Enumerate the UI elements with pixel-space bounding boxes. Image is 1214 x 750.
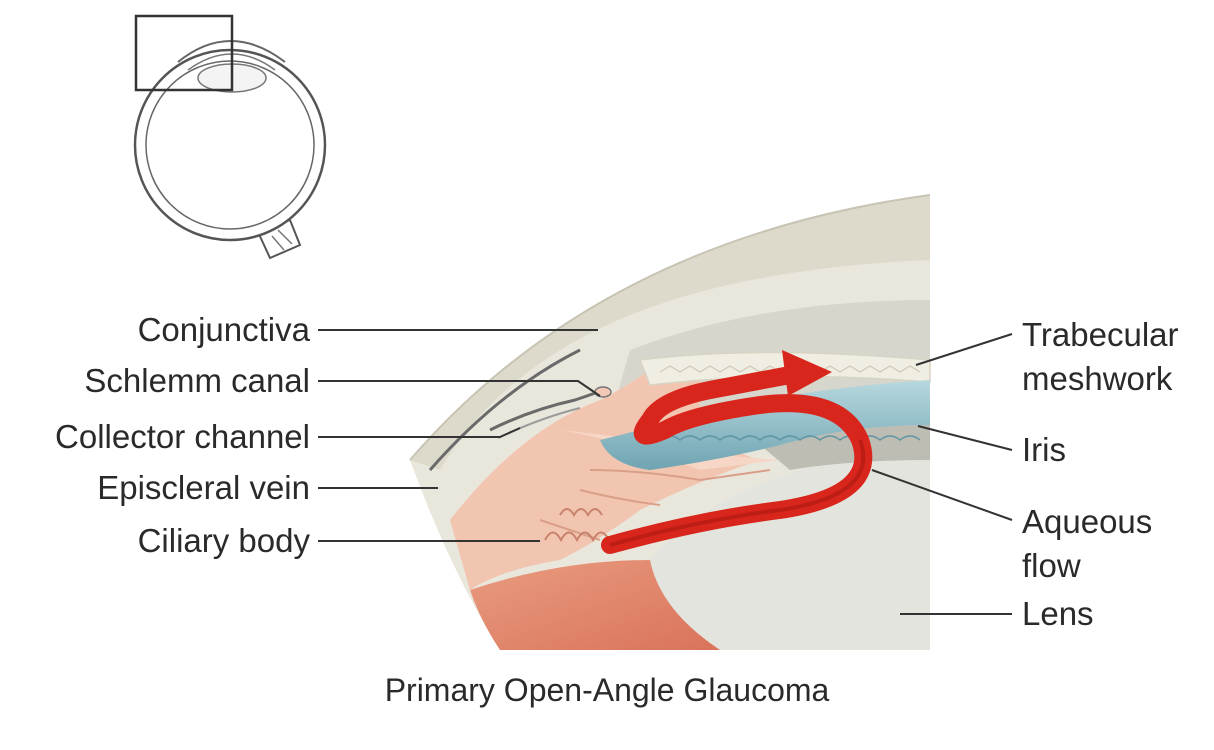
leader-collector-channel [318,427,521,438]
label-episcleral-vein: Episcleral vein [97,469,310,506]
aqueous-flow-arrowhead [782,350,832,396]
label-trabecular-meshwork-line2: meshwork [1022,360,1173,397]
collector-channel-shape [489,390,599,432]
leader-schlemm-canal [318,380,601,397]
eyeball-outline [133,48,327,242]
cornea-band [410,195,930,470]
label-aqueous-flow-line1: Aqueous [1022,503,1153,540]
leader-lines [318,329,1013,615]
eye-overview-inset [133,14,327,260]
ciliary-muscle-region [470,560,720,650]
figure-caption: Primary Open-Angle Glaucoma [384,672,830,708]
label-schlemm-canal: Schlemm canal [84,362,310,399]
iris-region [600,380,930,470]
label-trabecular-meshwork-line1: Trabecular [1022,316,1179,353]
schlemm-canal-shape [594,386,612,398]
anterior-chamber-cross-section [409,194,931,650]
lens-region [650,455,930,650]
label-conjunctiva: Conjunctiva [137,311,310,348]
label-aqueous-flow-line2: flow [1022,547,1081,584]
leader-trabecular-meshwork [915,333,1013,366]
label-iris: Iris [1022,431,1066,468]
label-ciliary-body: Ciliary body [137,522,310,559]
label-lens: Lens [1022,595,1094,632]
zoom-region-box [134,14,234,92]
episcleral-vein-shape [428,348,581,471]
label-collector-channel: Collector channel [55,418,310,455]
leader-aqueous-flow [871,469,1013,521]
leader-iris [917,425,1013,451]
